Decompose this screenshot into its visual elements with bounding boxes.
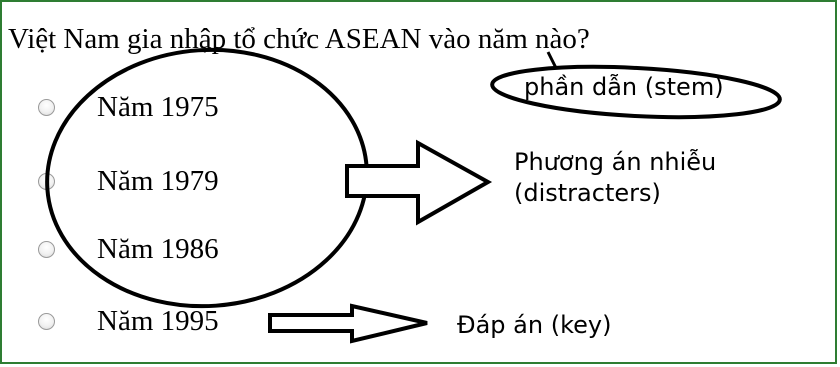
option-label: Năm 1979	[97, 165, 219, 197]
option-label: Năm 1975	[97, 91, 219, 123]
key-annotation: Đáp án (key)	[457, 311, 612, 339]
stem-annotation: phần dẫn (stem)	[524, 73, 724, 101]
option-label: Năm 1995	[97, 305, 219, 337]
radio-button-icon[interactable]	[38, 172, 55, 190]
radio-button-icon[interactable]	[38, 240, 55, 258]
distracters-annotation-line2: (distracters)	[514, 179, 661, 207]
option-1986[interactable]: Năm 1986	[38, 232, 219, 266]
radio-button-icon[interactable]	[38, 312, 55, 330]
option-1975[interactable]: Năm 1975	[38, 90, 219, 124]
option-label: Năm 1986	[97, 233, 219, 265]
option-1979[interactable]: Năm 1979	[38, 164, 219, 198]
question-text: Việt Nam gia nhập tổ chức ASEAN vào năm …	[8, 23, 590, 55]
radio-button-icon[interactable]	[38, 98, 55, 116]
distracters-annotation-line1: Phương án nhiễu	[514, 148, 717, 176]
option-1995[interactable]: Năm 1995	[38, 304, 219, 338]
